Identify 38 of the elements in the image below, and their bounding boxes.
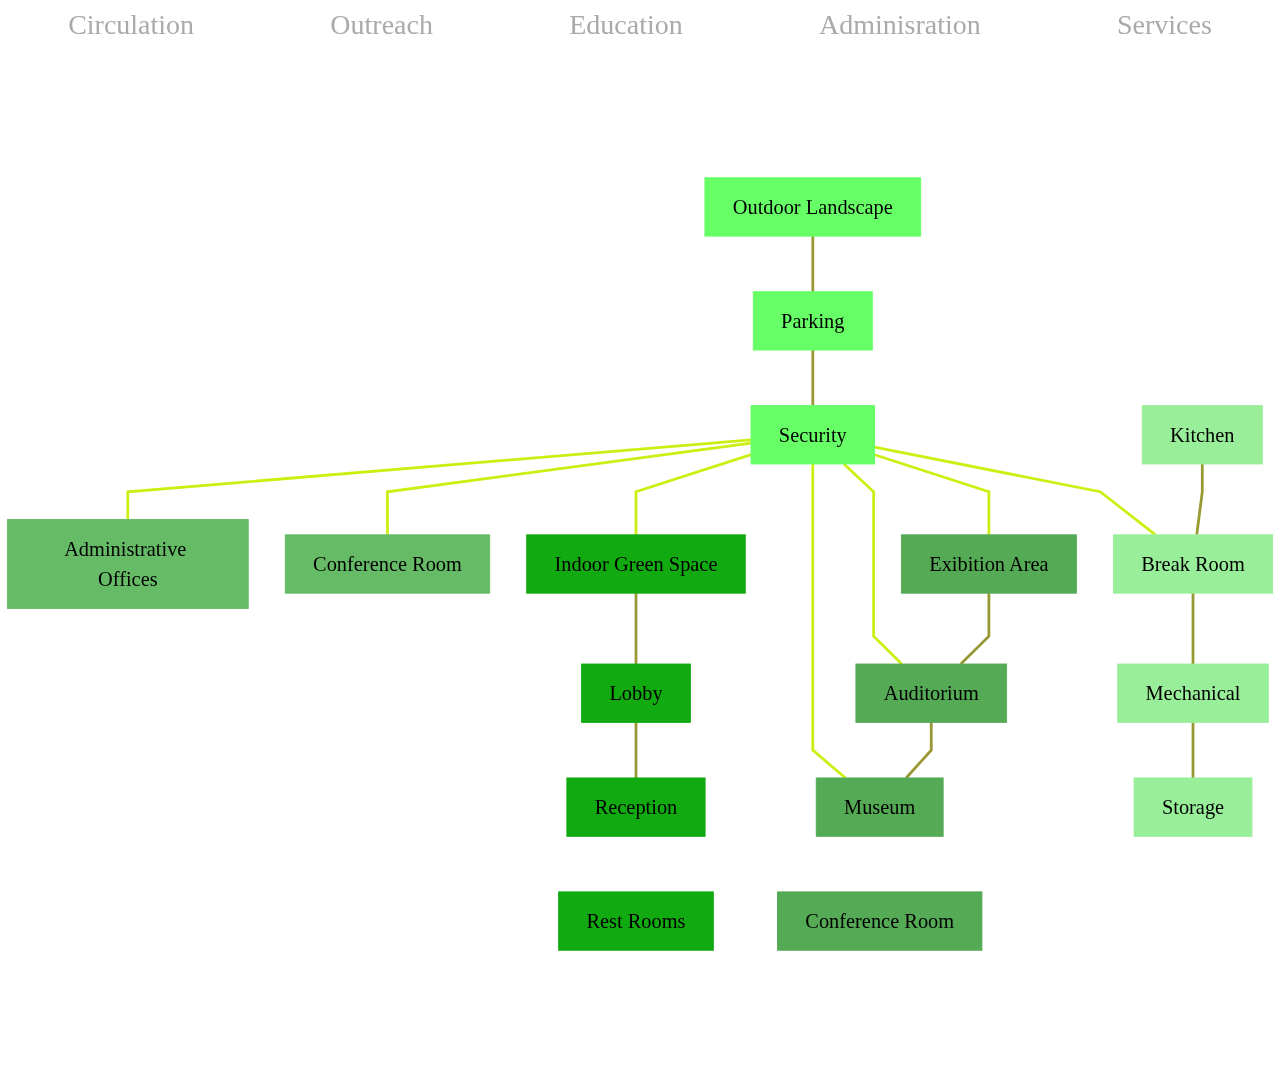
connector	[634, 722, 638, 778]
group-label: Outreach	[330, 9, 433, 41]
node-box: Exibition Area	[900, 534, 1077, 594]
connector	[1191, 593, 1195, 665]
node-box: Parking	[752, 291, 873, 351]
node-box: Security	[750, 405, 875, 465]
connector	[1195, 463, 1204, 535]
node-box: Storage	[1133, 777, 1253, 837]
node-box: Indoor Green Space	[526, 534, 746, 594]
connector	[1191, 722, 1195, 778]
node-box: Conference Room	[777, 891, 983, 951]
connector	[634, 593, 638, 665]
connector	[874, 445, 1157, 536]
connector	[959, 593, 991, 665]
node-box: Conference Room	[284, 534, 491, 594]
connector	[811, 236, 815, 292]
connector	[126, 438, 752, 520]
node-box: Outdoor Landscape	[704, 177, 922, 237]
connector	[811, 350, 815, 406]
connector	[874, 453, 991, 535]
connector	[634, 453, 752, 535]
node-box: Lobby	[581, 663, 691, 723]
group-label: Services	[1117, 9, 1212, 41]
connector	[386, 441, 752, 535]
group-label: Education	[569, 9, 683, 41]
node-box: Rest Rooms	[558, 891, 714, 951]
node-box: Administrative Offices	[6, 519, 249, 609]
connector	[843, 462, 903, 666]
node-box: Break Room	[1112, 534, 1274, 594]
connector	[811, 463, 847, 779]
group-label: Adminisration	[819, 9, 981, 41]
node-box: Museum	[815, 777, 944, 837]
connector	[905, 722, 933, 779]
node-box: Auditorium	[855, 663, 1008, 723]
node-box: Mechanical	[1117, 663, 1269, 723]
node-box: Reception	[566, 777, 706, 837]
group-label: Circulation	[68, 9, 195, 41]
node-box: Kitchen	[1141, 405, 1263, 465]
